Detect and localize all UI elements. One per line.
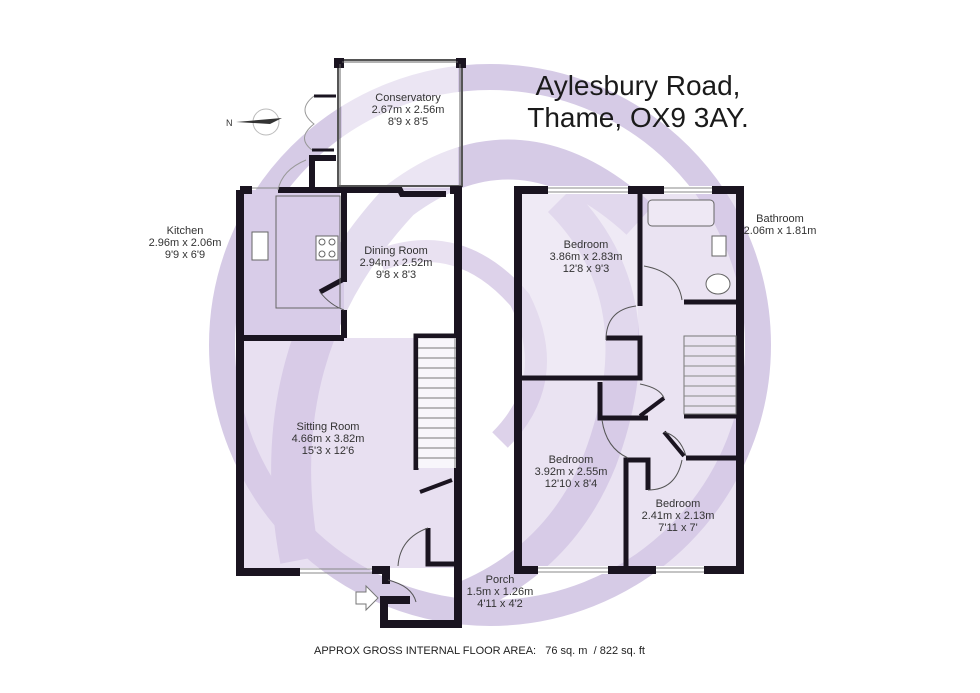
room-label-bedroom-3: Bedroom 2.41m x 2.13m 7'11 x 7' bbox=[641, 498, 715, 534]
toilet-icon bbox=[705, 273, 731, 295]
room-label-kitchen: Kitchen 2.96m x 2.06m 9'9 x 6'9 bbox=[148, 225, 222, 261]
floor-area-summary: APPROX GROSS INTERNAL FLOOR AREA: 76 sq.… bbox=[314, 645, 645, 657]
north-arrow-icon: N bbox=[226, 108, 282, 136]
ground-floor bbox=[236, 58, 466, 628]
staircase bbox=[413, 333, 456, 494]
hob-icon bbox=[315, 235, 339, 261]
address-line-2: Thame, OX9 3AY. bbox=[527, 102, 749, 133]
address-line-1: Aylesbury Road, bbox=[535, 70, 741, 101]
basin-icon bbox=[711, 235, 727, 257]
room-label-sitting-room: Sitting Room 4.66m x 3.82m 15'3 x 12'6 bbox=[291, 421, 365, 457]
room-label-bathroom: Bathroom 2.06m x 1.81m bbox=[743, 213, 817, 237]
floor-area-metric: 76 sq. m bbox=[545, 645, 588, 657]
bath-icon bbox=[647, 199, 715, 227]
floor-area-imperial: 822 sq. ft bbox=[599, 645, 645, 657]
room-label-porch: Porch 1.5m x 1.26m 4'11 x 4'2 bbox=[466, 574, 534, 610]
floor-area-separator: / bbox=[593, 645, 597, 657]
entrance-arrow-icon bbox=[355, 584, 379, 612]
room-label-bedroom-2: Bedroom 3.92m x 2.55m 12'10 x 8'4 bbox=[534, 454, 608, 490]
sink-icon bbox=[251, 231, 269, 261]
property-address: Aylesbury Road, Thame, OX9 3AY. bbox=[508, 70, 768, 134]
conservatory-floor bbox=[342, 64, 458, 188]
room-label-bedroom-1: Bedroom 3.86m x 2.83m 12'8 x 9'3 bbox=[549, 239, 623, 275]
kitchen-floor bbox=[240, 190, 340, 338]
room-label-dining-room: Dining Room 2.94m x 2.52m 9'8 x 8'3 bbox=[359, 245, 433, 281]
svg-text:N: N bbox=[226, 118, 233, 128]
floor-area-label: APPROX GROSS INTERNAL FLOOR AREA: bbox=[314, 645, 537, 657]
room-label-conservatory: Conservatory 2.67m x 2.56m 8'9 x 8'5 bbox=[371, 92, 445, 128]
dining-floor bbox=[344, 190, 456, 338]
first-floor bbox=[514, 186, 744, 574]
